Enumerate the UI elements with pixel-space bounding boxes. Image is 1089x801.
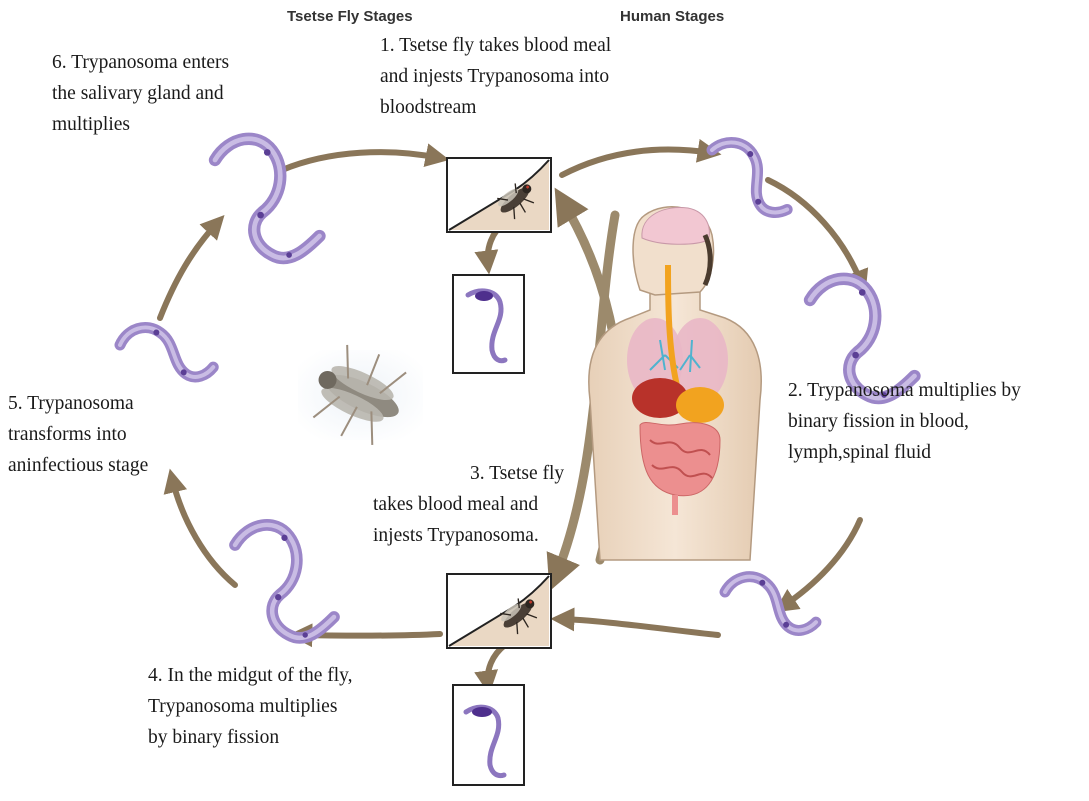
step-4-line-3: by binary fission — [148, 722, 353, 753]
tsetse-fly-illustration — [298, 335, 423, 453]
trypanosome-left — [118, 317, 215, 389]
step-6-line-1: 6. Trypanosoma enters — [52, 47, 229, 78]
step-5-line-2: transforms into — [8, 419, 148, 450]
step-5-line-3: aninfectious stage — [8, 450, 148, 481]
step-1-label: 1. Tsetse fly takes blood meal and injes… — [380, 30, 611, 123]
parasite-slide-bottom — [453, 685, 524, 785]
human-stages-header: Human Stages — [620, 8, 724, 25]
arrow-1-to-human-top — [562, 149, 712, 175]
bite-inset-top — [447, 158, 551, 232]
arrow-to-box3 — [560, 619, 718, 635]
step-3-line-3: injests Trypanosoma. — [373, 520, 564, 551]
trypanosome-top-left — [215, 139, 320, 258]
step-3-label: 3. Tsetse fly takes blood meal and injes… — [373, 458, 564, 551]
step-5-label: 5. Trypanosoma transforms into aninfecti… — [8, 388, 148, 481]
arrow-box3-down — [488, 645, 505, 685]
step-2-line-3: lymph,spinal fluid — [788, 437, 1021, 468]
step-4-line-1: 4. In the midgut of the fly, — [148, 660, 353, 691]
step-6-line-2: the salivary gland and — [52, 78, 229, 109]
trypanosome-top-right — [700, 137, 800, 216]
trypanosome-bottom-left — [235, 525, 334, 638]
step-2-line-1: 2. Trypanosoma multiplies by — [788, 375, 1021, 406]
step-1-line-3: bloodstream — [380, 92, 611, 123]
step-2-line-2: binary fission in blood, — [788, 406, 1021, 437]
arrow-right-down — [782, 520, 860, 607]
tsetse-stages-header: Tsetse Fly Stages — [287, 8, 413, 25]
arrow-6-to-1 — [282, 152, 440, 170]
step-3-line-1: 3. Tsetse fly — [373, 458, 564, 489]
step-3-line-2: takes blood meal and — [373, 489, 564, 520]
step-5-line-1: 5. Trypanosoma — [8, 388, 148, 419]
arrow-top-right-down — [768, 180, 862, 285]
step-6-line-3: multiplies — [52, 109, 229, 140]
bite-inset-bottom — [447, 574, 551, 648]
human-figure — [589, 207, 761, 560]
arrow-5-to-6 — [160, 222, 218, 318]
parasite-slide-top — [453, 275, 524, 373]
step-4-label: 4. In the midgut of the fly, Trypanosoma… — [148, 660, 353, 753]
trypanosome-bottom-right — [724, 571, 817, 636]
arrow-4-to-5 — [172, 478, 235, 585]
step-4-line-2: Trypanosoma multiplies — [148, 691, 353, 722]
step-1-line-1: 1. Tsetse fly takes blood meal — [380, 30, 611, 61]
step-6-label: 6. Trypanosoma enters the salivary gland… — [52, 47, 229, 140]
step-2-label: 2. Trypanosoma multiplies by binary fiss… — [788, 375, 1021, 468]
step-1-line-2: and injests Trypanosoma into — [380, 61, 611, 92]
